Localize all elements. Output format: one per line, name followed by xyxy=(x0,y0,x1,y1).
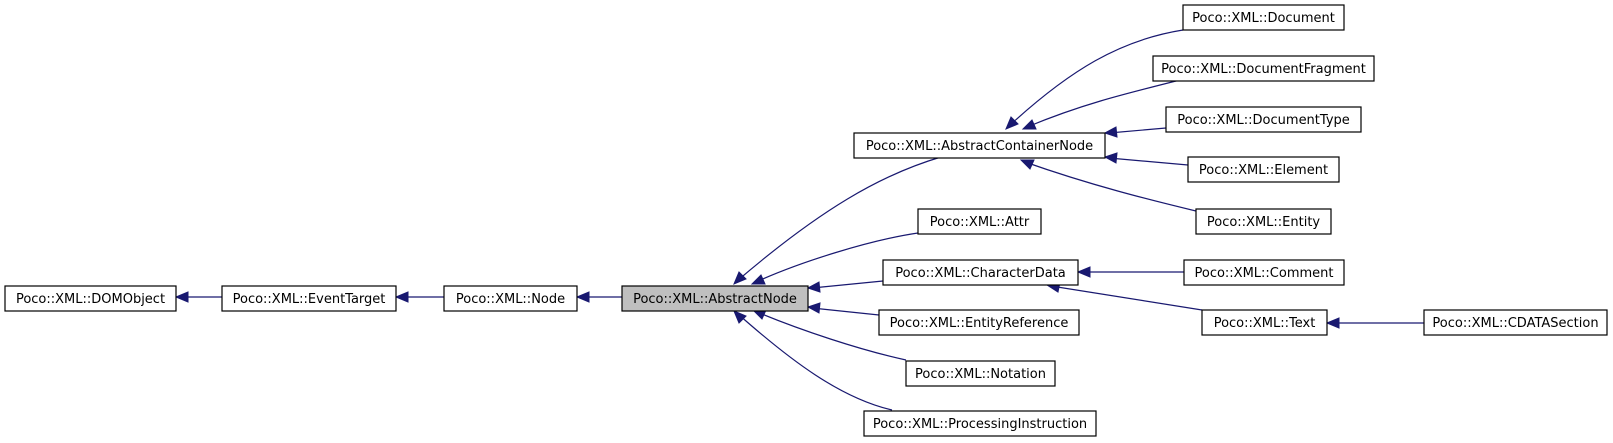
node-label: Poco::XML::EventTarget xyxy=(233,292,386,307)
node-label: Poco::XML::CharacterData xyxy=(895,266,1066,281)
edge-documentfragment-to-abstractcontainernode xyxy=(1021,79,1181,130)
node-node[interactable]: Poco::XML::Node xyxy=(443,285,578,312)
node-element[interactable]: Poco::XML::Element xyxy=(1187,156,1340,183)
node-label: Poco::XML::Element xyxy=(1199,163,1328,178)
edge-eventtarget-to-domobject xyxy=(174,291,222,303)
node-text[interactable]: Poco::XML::Text xyxy=(1201,309,1328,336)
node-label: Poco::XML::Attr xyxy=(930,215,1030,230)
node-cdatasection[interactable]: Poco::XML::CDATASection xyxy=(1423,309,1608,336)
edge-document-to-abstractcontainernode xyxy=(1005,29,1184,130)
node-documentfragment[interactable]: Poco::XML::DocumentFragment xyxy=(1152,55,1375,82)
node-document[interactable]: Poco::XML::Document xyxy=(1182,4,1345,31)
edge-characterdata-to-abstractnode xyxy=(806,280,884,293)
node-domobject[interactable]: Poco::XML::DOMObject xyxy=(4,285,177,312)
edge-processinginstruction-to-abstractnode xyxy=(733,310,893,411)
node-label: Poco::XML::Node xyxy=(456,292,565,307)
node-characterdata[interactable]: Poco::XML::CharacterData xyxy=(882,259,1079,286)
node-label: Poco::XML::Entity xyxy=(1207,215,1321,230)
edge-element-to-abstractcontainernode xyxy=(1103,152,1189,166)
edge-attr-to-abstractnode xyxy=(750,232,919,285)
node-abstractcontainernode[interactable]: Poco::XML::AbstractContainerNode xyxy=(853,132,1106,159)
edge-comment-to-characterdata xyxy=(1076,266,1184,278)
node-label: Poco::XML::DOMObject xyxy=(16,292,165,307)
edge-documenttype-to-abstractcontainernode xyxy=(1103,126,1167,138)
node-label: Poco::XML::AbstractContainerNode xyxy=(866,139,1093,154)
node-attr[interactable]: Poco::XML::Attr xyxy=(917,208,1042,235)
edge-node-to-eventtarget xyxy=(394,291,444,303)
edge-abstractcontainernode-to-abstractnode xyxy=(733,156,942,285)
node-label: Poco::XML::DocumentType xyxy=(1177,113,1350,128)
node-label: Poco::XML::CDATASection xyxy=(1432,316,1598,331)
node-entityreference[interactable]: Poco::XML::EntityReference xyxy=(878,309,1080,336)
edge-entity-to-abstractcontainernode xyxy=(1019,159,1201,213)
node-label: Poco::XML::Document xyxy=(1192,11,1335,26)
node-comment[interactable]: Poco::XML::Comment xyxy=(1183,259,1345,286)
edge-cdatasection-to-text xyxy=(1325,317,1424,329)
node-label: Poco::XML::EntityReference xyxy=(890,316,1069,331)
node-label: Poco::XML::ProcessingInstruction xyxy=(873,417,1087,432)
node-label: Poco::XML::Comment xyxy=(1194,266,1333,281)
node-documenttype[interactable]: Poco::XML::DocumentType xyxy=(1165,106,1362,133)
node-label: Poco::XML::DocumentFragment xyxy=(1161,62,1366,77)
node-processinginstruction[interactable]: Poco::XML::ProcessingInstruction xyxy=(863,410,1097,437)
node-notation[interactable]: Poco::XML::Notation xyxy=(905,360,1056,387)
node-eventtarget[interactable]: Poco::XML::EventTarget xyxy=(221,285,397,312)
node-entity[interactable]: Poco::XML::Entity xyxy=(1195,208,1332,235)
edge-text-to-characterdata xyxy=(1045,281,1203,311)
node-label: Poco::XML::Text xyxy=(1214,316,1316,331)
node-label: Poco::XML::AbstractNode xyxy=(633,292,797,307)
edge-entityreference-to-abstractnode xyxy=(806,302,880,316)
node-abstractnode[interactable]: Poco::XML::AbstractNode xyxy=(621,285,809,312)
node-label: Poco::XML::Notation xyxy=(915,367,1046,382)
edge-abstractnode-to-node xyxy=(575,291,622,303)
